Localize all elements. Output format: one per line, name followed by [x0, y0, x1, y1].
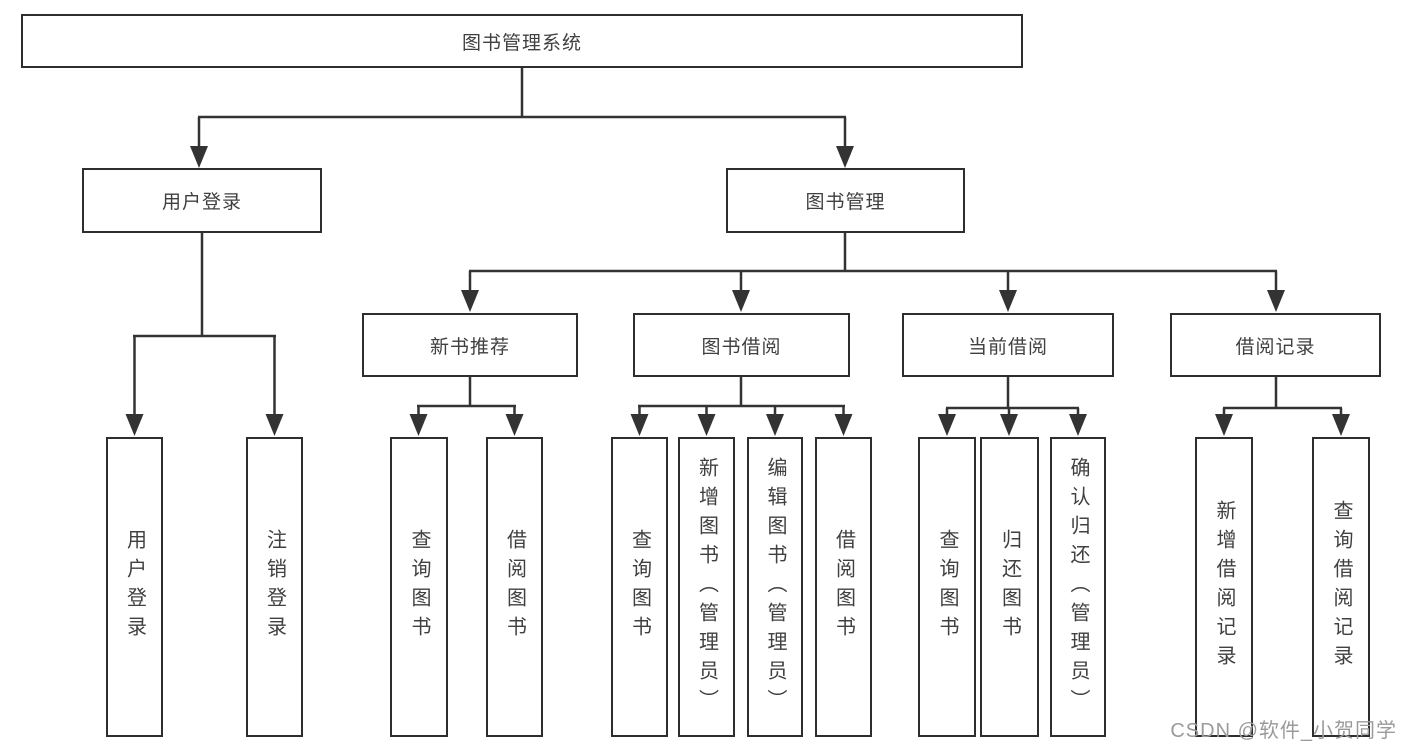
leaf-add-borrow-record: 新增借阅记录 [1195, 437, 1253, 737]
node-label: 图书借阅 [701, 336, 782, 358]
watermark: CSDN @软件_小贺同学 [1170, 720, 1397, 742]
node-label: 查询借阅记录 [1330, 500, 1352, 674]
leaf-add-books-admin: 新增图书（管理员） [678, 437, 735, 737]
node-borrowing-records: 借阅记录 [1170, 313, 1381, 377]
node-label: 用户登录 [161, 192, 242, 213]
connector-book-management [468, 233, 1278, 292]
node-label: 新书推荐 [429, 336, 510, 358]
arrowhead [766, 414, 784, 436]
arrowhead [1000, 414, 1018, 436]
node-label: 新增图书（管理员） [695, 456, 718, 718]
leaf-borrow-books: 借阅图书 [815, 437, 872, 737]
node-label: 归还图书 [998, 529, 1021, 645]
arrowhead [1267, 290, 1285, 312]
arrowhead [999, 290, 1017, 312]
connector-root [197, 68, 847, 148]
node-label: 借阅图书 [503, 529, 526, 645]
arrowhead [834, 414, 853, 436]
node-label: 查询图书 [936, 529, 958, 645]
arrowhead [697, 414, 716, 436]
node-label: 图书管理 [805, 192, 886, 213]
node-label: 查询图书 [408, 529, 430, 645]
leaf-query-books-borrowing: 查询图书 [611, 437, 668, 737]
arrowhead [1069, 414, 1087, 436]
arrowhead [836, 146, 854, 168]
connector-user-login [133, 233, 276, 416]
leaf-edit-books-admin: 编辑图书（管理员） [747, 437, 803, 737]
node-label: 借阅记录 [1235, 336, 1316, 358]
arrowhead [630, 414, 649, 436]
node-current-borrowing: 当前借阅 [902, 313, 1114, 377]
node-label: 编辑图书（管理员） [764, 456, 786, 718]
arrowhead [505, 414, 524, 436]
arrowhead [461, 290, 479, 312]
connector-current-borrowing [945, 377, 1080, 416]
node-label: 查询图书 [628, 529, 651, 645]
arrowhead [732, 290, 750, 312]
node-label: 图书管理系统 [461, 32, 582, 54]
node-new-book-recommend: 新书推荐 [362, 313, 578, 377]
leaf-query-books-recommend: 查询图书 [390, 437, 448, 737]
arrowhead [1215, 414, 1233, 436]
leaf-user-login: 用户登录 [106, 437, 163, 737]
node-label: 确认归还（管理员） [1067, 456, 1089, 718]
arrowhead [938, 414, 956, 436]
leaf-confirm-return-admin: 确认归还（管理员） [1050, 437, 1106, 737]
node-label: 新增借阅记录 [1213, 500, 1235, 674]
node-label: 当前借阅 [967, 336, 1048, 358]
leaf-logout-login: 注销登录 [246, 437, 303, 737]
node-book-borrowing: 图书借阅 [633, 313, 850, 377]
node-book-management: 图书管理 [726, 168, 965, 233]
node-library-system: 图书管理系统 [21, 14, 1023, 68]
arrowhead [1332, 414, 1350, 436]
arrowhead [190, 146, 208, 168]
node-user-login: 用户登录 [82, 168, 322, 233]
leaf-return-books: 归还图书 [980, 437, 1039, 737]
connector-borrowing-records [1222, 377, 1343, 416]
node-label: 用户登录 [123, 529, 146, 645]
arrowhead [409, 414, 428, 436]
arrowhead [125, 414, 144, 436]
node-label: 借阅图书 [832, 529, 855, 645]
connector-book-borrowing [638, 377, 845, 416]
connector-new-book-recommend [417, 377, 516, 416]
arrowhead [265, 414, 284, 436]
node-label: 注销登录 [263, 529, 286, 645]
leaf-query-books-current: 查询图书 [918, 437, 976, 737]
leaf-query-borrow-record: 查询借阅记录 [1312, 437, 1370, 737]
leaf-borrow-books-recommend: 借阅图书 [486, 437, 543, 737]
